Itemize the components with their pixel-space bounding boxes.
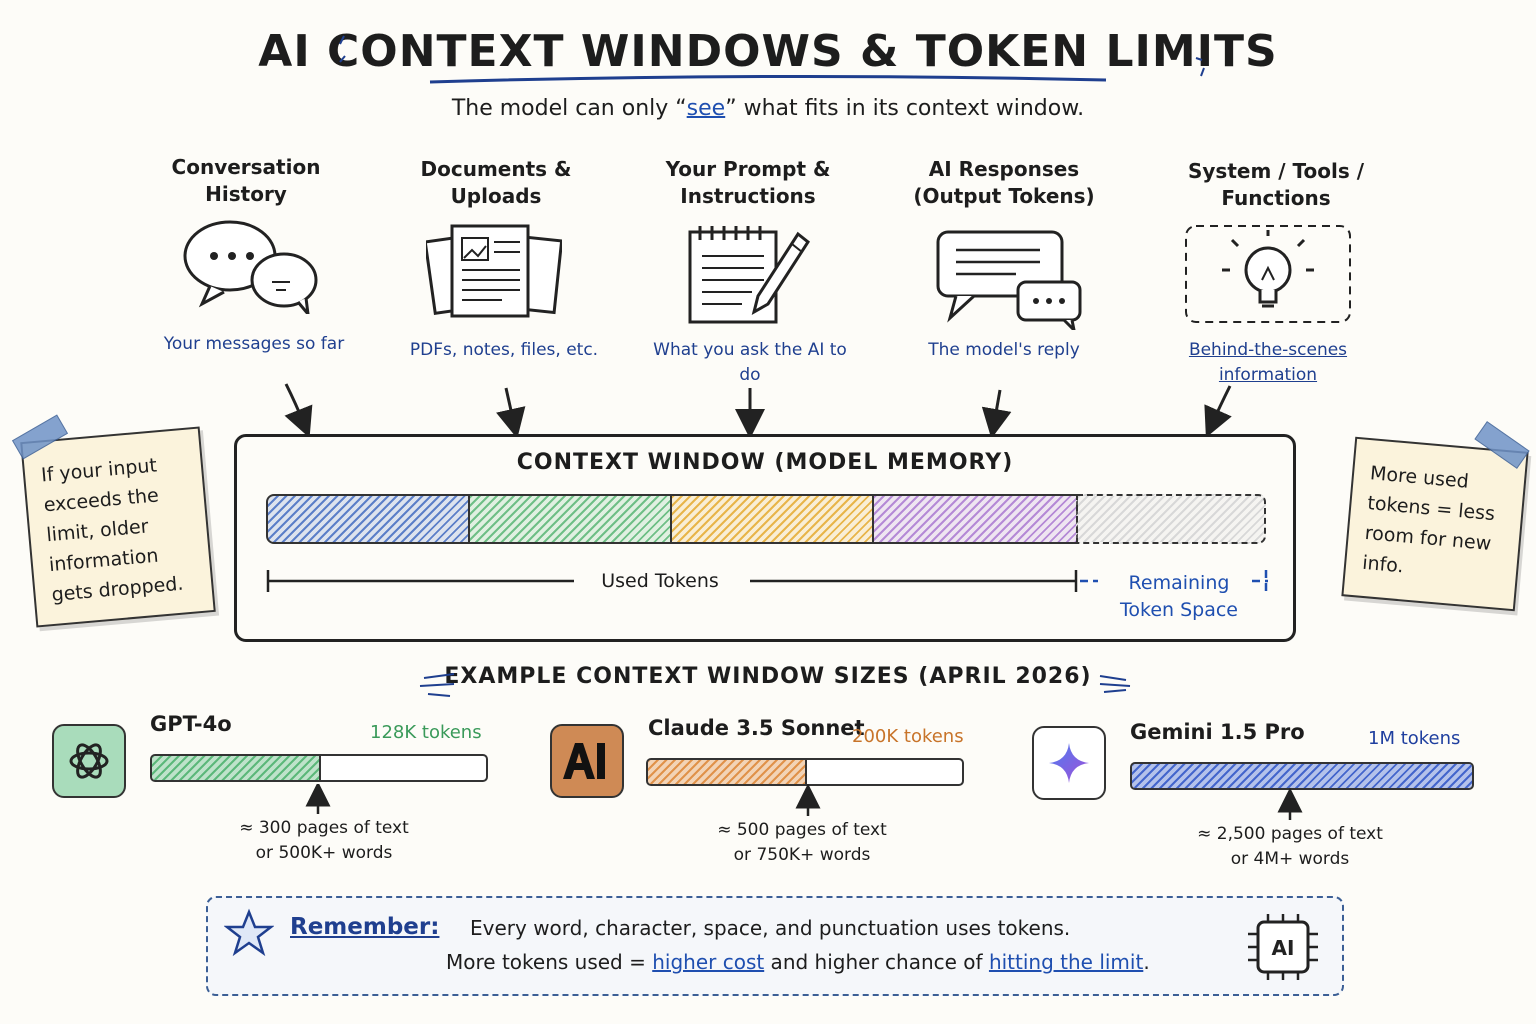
segment-prompt: [670, 494, 874, 544]
remember-line-1: Every word, character, space, and punctu…: [470, 916, 1071, 940]
source-desc-system: Behind-the-scenes information: [1188, 340, 1348, 385]
model-note: ≈ 300 pages of text or 500K+ words: [204, 816, 444, 866]
model-capacity-fill: [152, 756, 321, 780]
remember-highlight: hitting the limit: [988, 950, 1144, 974]
remember-highlight: higher cost: [652, 950, 765, 974]
notepad-pencil-icon: [688, 226, 810, 324]
remember-line-2: More tokens used = higher cost and highe…: [446, 950, 1150, 974]
model-capacity-bar: [150, 754, 488, 782]
model-note-line: ≈ 500 pages of text: [717, 820, 887, 840]
source-title-prompt: Your Prompt & Instructions: [665, 157, 831, 208]
examples-title-decoration: [419, 673, 1131, 697]
gemini-sparkle-icon: [1032, 726, 1106, 800]
used-tokens-label: Used Tokens: [601, 570, 719, 592]
model-name: Claude 3.5 Sonnet: [648, 716, 865, 740]
source-desc-documents: PDFs, notes, files, etc.: [409, 340, 599, 360]
segment-history: [266, 494, 470, 544]
documents-icon: [426, 224, 562, 318]
gemini-star-icon: [1049, 743, 1089, 783]
model-capacity-fill: [1132, 764, 1472, 788]
svg-text:AI: AI: [1272, 936, 1295, 960]
title-decoration: [339, 35, 1205, 84]
subtitle-part: ” what fits in its context window.: [725, 96, 1085, 121]
model-capacity-fill: [648, 760, 807, 784]
openai-logo-icon: [52, 724, 126, 798]
model-note-line: or 750K+ words: [733, 845, 871, 865]
model-name: GPT-4o: [150, 712, 232, 736]
model-note-line: ≈ 2,500 pages of text: [1197, 824, 1383, 844]
star-icon: [224, 908, 274, 957]
model-note: ≈ 500 pages of text or 750K+ words: [682, 818, 922, 868]
source-title-history: Conversation History: [171, 155, 321, 206]
remaining-tokens-label: Remaining Token Space: [1120, 572, 1238, 621]
model-capacity-bar: [1130, 762, 1474, 790]
segment-documents: [468, 494, 672, 544]
note-right: More used tokens = less room for new inf…: [1341, 436, 1529, 612]
model-pointer-arrows: [305, 784, 1303, 820]
model-note-line: or 4M+ words: [1230, 849, 1350, 869]
chat-bubbles-icon: [183, 220, 318, 314]
token-brackets: [266, 570, 1268, 592]
openai-knot-icon: [69, 743, 109, 779]
source-title-responses: AI Responses (Output Tokens): [913, 157, 1095, 208]
model-tokens: 1M tokens: [1368, 728, 1461, 749]
model-note: ≈ 2,500 pages of text or 4M+ words: [1170, 822, 1410, 872]
source-desc-prompt: What you ask the AI to do: [653, 340, 847, 385]
model-tokens: 128K tokens: [370, 722, 482, 743]
page-title: AI CONTEXT WINDOWS & TOKEN LIMITS: [258, 26, 1278, 77]
remember-box: [206, 896, 1344, 996]
examples-title: EXAMPLE CONTEXT WINDOW SIZES (APRIL 2026…: [444, 664, 1092, 689]
anthropic-mark-icon: [563, 743, 605, 779]
subtitle: The model can only “see” what fits in it…: [0, 96, 1536, 121]
segment-responses: [872, 494, 1078, 544]
reply-bubble-icon: [936, 230, 1082, 330]
remember-text: More tokens used =: [446, 950, 653, 974]
source-desc-history: Your messages so far: [163, 334, 345, 354]
source-title-documents: Documents & Uploads: [420, 157, 572, 208]
subtitle-highlight: see: [686, 96, 726, 121]
context-window-title: CONTEXT WINDOW (MODEL MEMORY): [516, 450, 1014, 475]
remember-label: Remember:: [290, 914, 440, 940]
anthropic-logo-icon: [550, 724, 624, 798]
model-note-line: ≈ 300 pages of text: [239, 818, 409, 838]
flow-arrows: [284, 383, 1232, 436]
source-title-system: System / Tools / Functions: [1187, 159, 1365, 210]
note-left: If your input exceeds the limit, older i…: [20, 426, 216, 628]
lightbulb-icon: [1185, 225, 1351, 323]
remember-text: and higher chance of: [764, 950, 989, 974]
segment-remaining: [1076, 494, 1266, 544]
model-name: Gemini 1.5 Pro: [1130, 720, 1305, 744]
remember-text: .: [1143, 950, 1150, 974]
ai-chip-icon: AI: [1248, 914, 1318, 980]
model-capacity-bar: [646, 758, 964, 786]
model-note-line: or 500K+ words: [255, 843, 393, 863]
model-tokens: 200K tokens: [852, 726, 964, 747]
subtitle-part: The model can only “: [451, 96, 687, 121]
source-desc-responses: The model's reply: [928, 340, 1080, 360]
